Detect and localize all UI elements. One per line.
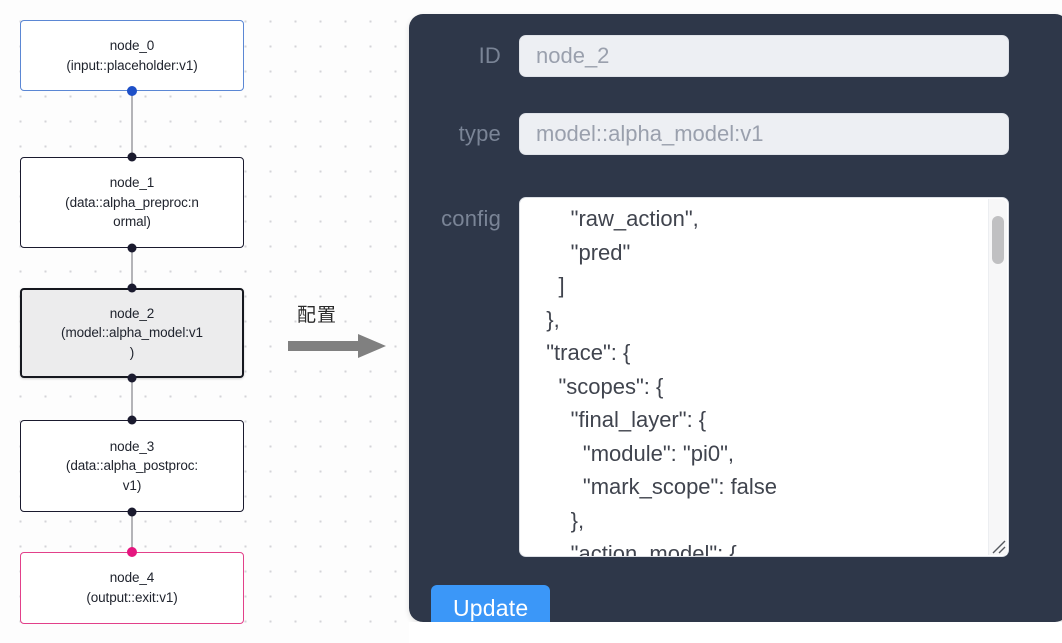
node-handle-node_1-source[interactable] xyxy=(127,243,137,253)
graph-node-node_0[interactable]: node_0 (input::placeholder:v1) xyxy=(20,20,244,91)
field-row-config: config "raw_action", "pred" ] }, "trace"… xyxy=(409,197,1009,557)
node-label: node_2 (model::alpha_model:v1 ) xyxy=(61,305,203,360)
graph-node-node_3[interactable]: node_3 (data::alpha_postproc: v1) xyxy=(20,420,244,512)
id-field-label: ID xyxy=(478,43,501,68)
node-handle-node_4-target[interactable] xyxy=(127,547,137,557)
arrow-right-icon xyxy=(288,333,388,359)
edge-node3-node4 xyxy=(131,512,133,552)
type-field-label: type xyxy=(458,121,501,146)
config-field-label: config xyxy=(441,206,501,231)
edge-node1-node2 xyxy=(131,248,133,288)
config-textarea-wrapper: "raw_action", "pred" ] }, "trace": { "sc… xyxy=(519,197,1009,557)
id-input[interactable]: node_2 xyxy=(519,35,1009,77)
field-row-id: ID node_2 xyxy=(409,35,1009,77)
edge-node2-node3 xyxy=(131,378,133,420)
graph-node-node_2[interactable]: node_2 (model::alpha_model:v1 ) xyxy=(20,288,244,378)
node-label: node_1 (data::alpha_preproc:n ormal) xyxy=(65,175,199,230)
config-textarea[interactable]: "raw_action", "pred" ] }, "trace": { "sc… xyxy=(519,197,1009,557)
node-handle-node_3-target[interactable] xyxy=(127,415,137,425)
update-button[interactable]: Update xyxy=(431,585,551,622)
panel-bottom-spacer xyxy=(409,622,1062,643)
field-row-type: type model::alpha_model:v1 xyxy=(409,113,1009,155)
node-label: node_4 (output::exit:v1) xyxy=(86,570,178,605)
type-input[interactable]: model::alpha_model:v1 xyxy=(519,113,1009,155)
node-handle-node_0-source[interactable] xyxy=(127,86,137,96)
graph-node-node_4[interactable]: node_4 (output::exit:v1) xyxy=(20,552,244,624)
node-label: node_0 (input::placeholder:v1) xyxy=(66,37,198,73)
transition-caption: 配置 xyxy=(297,304,338,326)
node-label: node_3 (data::alpha_postproc: v1) xyxy=(65,438,199,493)
config-scrollbar-thumb[interactable] xyxy=(992,216,1004,264)
node-handle-node_2-source[interactable] xyxy=(127,373,137,383)
graph-node-node_1[interactable]: node_1 (data::alpha_preproc:n ormal) xyxy=(20,157,244,248)
node-handle-node_1-target[interactable] xyxy=(127,152,137,162)
config-scrollbar[interactable] xyxy=(988,199,1007,555)
resize-handle-icon[interactable] xyxy=(989,537,1007,555)
edge-node0-node1 xyxy=(131,91,133,157)
node-handle-node_3-source[interactable] xyxy=(127,507,137,517)
node-config-panel: ID node_2 type model::alpha_model:v1 con… xyxy=(409,14,1062,622)
node-handle-node_2-target[interactable] xyxy=(127,283,137,293)
